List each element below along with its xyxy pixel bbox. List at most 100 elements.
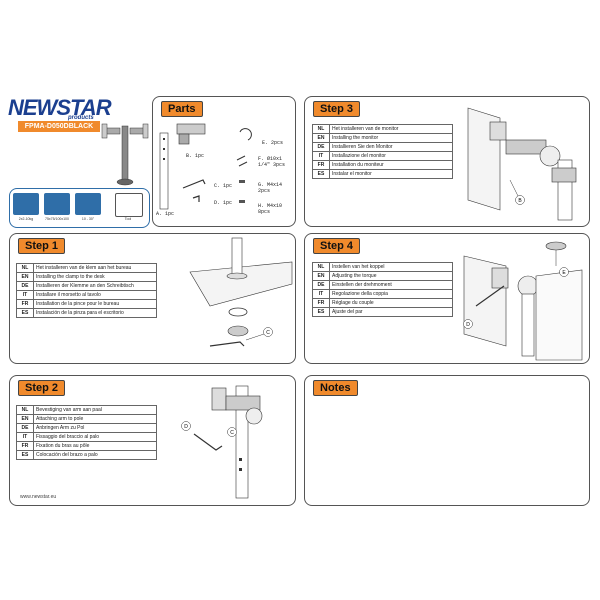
lang-code: NL — [16, 263, 34, 273]
step2-title: Step 2 — [18, 380, 66, 396]
footer-url: www.newstar.eu — [20, 494, 57, 500]
step1-title: Step 1 — [18, 238, 66, 254]
lang-code: DE — [312, 142, 330, 152]
lang-code: FR — [312, 160, 330, 170]
instruction-text: Instellen van het koppel — [329, 262, 453, 272]
spec-label-weight: 2x2-10kg — [18, 217, 34, 221]
lang-code: FR — [16, 299, 34, 309]
step2-callout-d: D — [184, 424, 188, 430]
lang-code: NL — [16, 405, 34, 415]
step2-callout-c: C — [230, 430, 234, 436]
instruction-text: Installation de la pince pour le bureau — [33, 299, 157, 309]
instruction-text: Colocación del brazo a palo — [33, 450, 157, 460]
logo-text: NEWSTAR — [8, 95, 112, 120]
parts-panel: Parts — [152, 96, 296, 227]
weight-icon — [13, 193, 39, 215]
model-number: FPMA-D050DBLACK — [18, 121, 100, 132]
parts-illustration — [159, 123, 252, 210]
lang-code: FR — [312, 298, 330, 308]
instruction-text: Het installeren van de klem aan het bure… — [33, 263, 157, 273]
notes-title: Notes — [313, 380, 358, 396]
instruction-text: Fissaggio del braccio al palo — [33, 432, 157, 442]
step3-illustration: B — [467, 107, 577, 221]
spec-label-screen: 10 - 30" — [81, 217, 95, 221]
step1-callout-label: C — [266, 330, 270, 336]
lang-code: EN — [16, 272, 34, 282]
part-label-h: H. M4x10 8pcs — [258, 203, 283, 215]
lang-code: IT — [16, 432, 34, 442]
lang-code: DE — [16, 423, 34, 433]
step4-title: Step 4 — [313, 238, 361, 254]
instruction-text: Anbringen Arm zu Pol — [33, 423, 157, 433]
instruction-text: Installare il morsetto al tavolo — [33, 290, 157, 300]
step4-illustration: E D — [463, 241, 583, 361]
lang-code: EN — [312, 271, 330, 281]
instruction-text: Einstellen der drehmoment — [329, 280, 453, 290]
part-label-g: G. M4x14 2pcs — [258, 182, 283, 194]
part-label-b: B. 1pc — [186, 153, 205, 159]
instruction-text: Installieren Sie den Monitor — [329, 142, 453, 152]
step4-callout-d: D — [466, 322, 470, 328]
brand-logo: NEWSTAR products — [8, 95, 138, 122]
lang-code: EN — [16, 414, 34, 424]
instruction-text: Regolazione della coppia — [329, 289, 453, 299]
lang-code: IT — [312, 289, 330, 299]
instruction-text: Ajuste del par — [329, 307, 453, 317]
lang-code: ES — [312, 169, 330, 179]
instruction-text: Installieren der Klemme an den Schreibti… — [33, 281, 157, 291]
spec-label-vesa: 75x75/100x100 — [45, 217, 69, 221]
lang-code: IT — [16, 290, 34, 300]
spec-label-tools: Tool — [124, 217, 132, 221]
lang-code: EN — [312, 133, 330, 143]
part-label-c: C. 1pc — [214, 183, 233, 189]
lang-code: DE — [16, 281, 34, 291]
lang-code: FR — [16, 441, 34, 451]
instruction-text: Installing the clamp to the desk — [33, 272, 157, 282]
instruction-text: Réglage du couple — [329, 298, 453, 308]
part-label-f: F. Ø10x1 1/4" 3pcs — [258, 156, 286, 168]
instruction-text: Installazione del monitor — [329, 151, 453, 161]
instruction-text: Installing the monitor — [329, 133, 453, 143]
instruction-text: Attaching arm to pole — [33, 414, 157, 424]
instruction-text: Fixation du bras au pôle — [33, 441, 157, 451]
instruction-text: Bevestiging van arm aan paal — [33, 405, 157, 415]
instruction-text: Instalar el monitor — [329, 169, 453, 179]
lang-code: IT — [312, 151, 330, 161]
product-illustration — [101, 123, 149, 186]
vesa-icon — [44, 193, 70, 215]
tools-icon — [115, 193, 143, 217]
lang-code: ES — [16, 450, 34, 460]
step1-illustration: C — [189, 237, 293, 347]
lang-code: ES — [16, 308, 34, 318]
step4-callout-e: E — [562, 270, 566, 276]
part-label-a: A. 1pc — [156, 211, 175, 217]
step3-callout-label: B — [518, 198, 522, 204]
screen-size-icon — [75, 193, 101, 215]
